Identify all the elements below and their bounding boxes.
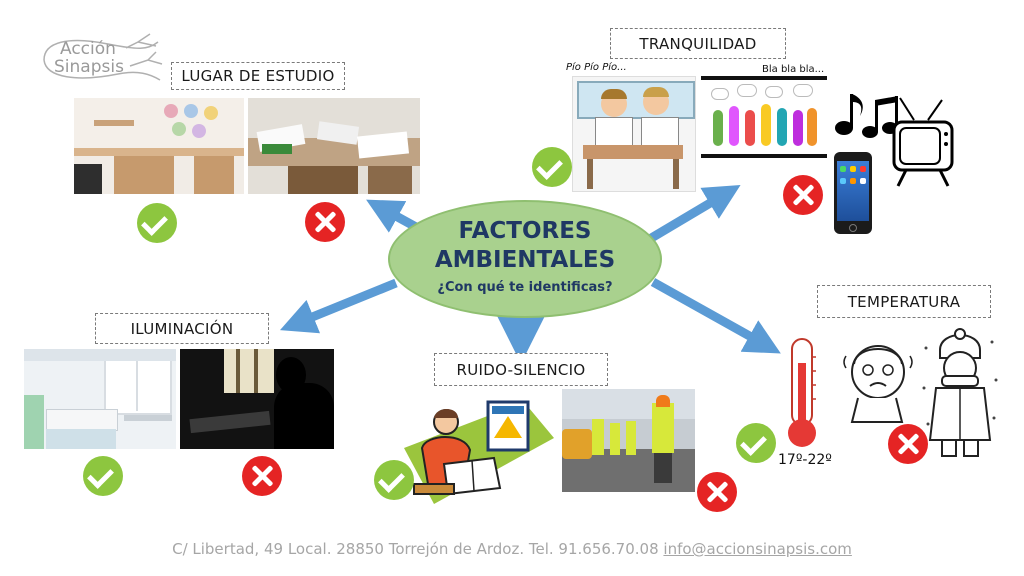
temperature-range-label: 17º-22º [778, 452, 832, 468]
check-icon-temperatura [736, 423, 776, 463]
footer: C/ Libertad, 49 Local. 28850 Torrejón de… [0, 540, 1024, 558]
central-node: FACTORES AMBIENTALES ¿Con qué te identif… [388, 200, 662, 318]
logo-neuron-icon [43, 33, 163, 81]
caption-bla: Bla bla bla... [762, 64, 825, 75]
photo-dark-study [180, 349, 334, 449]
cross-icon-tranquilidad [783, 175, 823, 215]
tv-icon [892, 97, 954, 187]
photo-messy-desk [248, 98, 420, 194]
check-icon-ruido [374, 460, 414, 500]
cold-child-illustration [922, 328, 998, 457]
footer-address: C/ Libertad, 49 Local. 28850 Torrejón de… [172, 540, 659, 558]
check-icon-lugar [137, 203, 177, 243]
photo-students-whispering [572, 76, 696, 192]
logo-line2: Sinapsis [54, 57, 124, 77]
check-icon-tranquilidad [532, 147, 572, 187]
caption-pio: Pío Pío Pío... [566, 62, 627, 73]
label-lugar-estudio: LUGAR DE ESTUDIO [171, 62, 345, 90]
cross-icon-ruido [697, 472, 737, 512]
smartphone-icon [834, 152, 872, 234]
label-temperatura: TEMPERATURA [817, 285, 991, 318]
cross-icon-lugar [305, 202, 345, 242]
reading-person-illustration [404, 400, 554, 504]
label-ruido-silencio: RUIDO-SILENCIO [434, 353, 608, 386]
footer-email-link[interactable]: info@accionsinapsis.com [663, 540, 852, 558]
cross-icon-temperatura [888, 424, 928, 464]
central-subtitle: ¿Con qué te identificas? [437, 280, 613, 295]
photo-crowd-talking [701, 76, 827, 158]
check-icon-iluminacion [83, 456, 123, 496]
photo-tidy-desk [74, 98, 244, 194]
cross-icon-iluminacion [242, 456, 282, 496]
central-title-line1: FACTORES [458, 218, 592, 244]
photo-bright-room [24, 349, 176, 449]
label-tranquilidad: TRANQUILIDAD [610, 28, 786, 59]
label-iluminacion: ILUMINACIÓN [95, 313, 269, 344]
arrow-iluminacion [279, 278, 398, 334]
photo-roadworks [562, 389, 695, 492]
arrow-tranquilidad [645, 184, 741, 244]
hot-child-illustration [843, 345, 913, 423]
thermometer-icon [788, 338, 816, 447]
arrow-temperatura [650, 278, 781, 354]
logo: Acción Sinapsis [38, 30, 168, 86]
central-title-line2: AMBIENTALES [434, 247, 616, 273]
logo-line1: Acción [60, 39, 116, 59]
